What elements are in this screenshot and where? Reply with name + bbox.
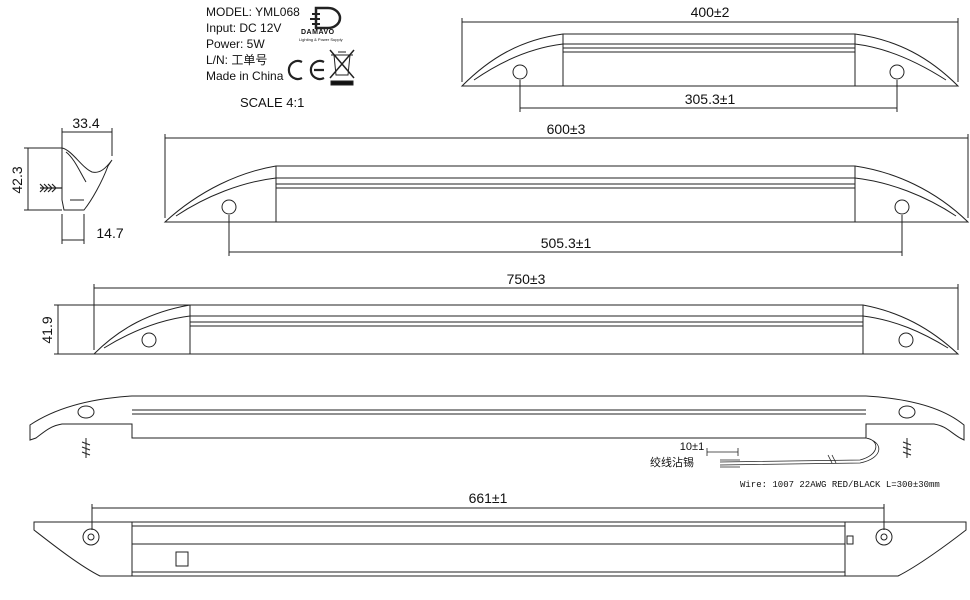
dim-661: 661±1 [469,490,508,506]
wire-note: Wire: 1007 22AWG RED/BLACK L=300±30mm [740,480,940,490]
lamp-side-view [29,395,965,468]
lamp-view-600 [163,134,970,256]
dim-41-9: 41.9 [39,316,55,343]
dim-14-7: 14.7 [96,225,123,241]
origin-label: Made in China [206,69,284,83]
weee-bin-icon [329,49,355,86]
lamp-view-750 [54,284,960,355]
dim-750: 750±3 [507,271,546,287]
lamp-bottom-view [33,504,967,577]
brand-name: DAMAVO [301,29,335,36]
dim-10: 10±1 [680,441,704,453]
spec-block: MODEL: YML068 Input: DC 12V Power: 5W L/… [206,4,300,84]
tin-note: 绞线沾锡 [650,455,694,469]
dim-505: 505.3±1 [541,235,592,251]
lamp-view-400 [460,18,960,112]
model-label: MODEL: YML068 [206,5,300,19]
side-profile-view [24,128,113,244]
scale-label: SCALE 4:1 [240,95,305,110]
dim-400: 400±2 [691,4,730,20]
dim-600: 600±3 [547,121,586,137]
dim-42-3: 42.3 [9,166,25,193]
power-label: Power: 5W [206,37,265,51]
ce-mark-icon [287,59,325,81]
ln-label: L/N: 工单号 [206,53,268,67]
dim-305: 305.3±1 [685,91,736,107]
brand-logo [310,6,342,30]
brand-tagline: Lighting & Power Supply [299,37,343,42]
dim-33-4: 33.4 [72,115,99,131]
input-label: Input: DC 12V [206,21,282,35]
